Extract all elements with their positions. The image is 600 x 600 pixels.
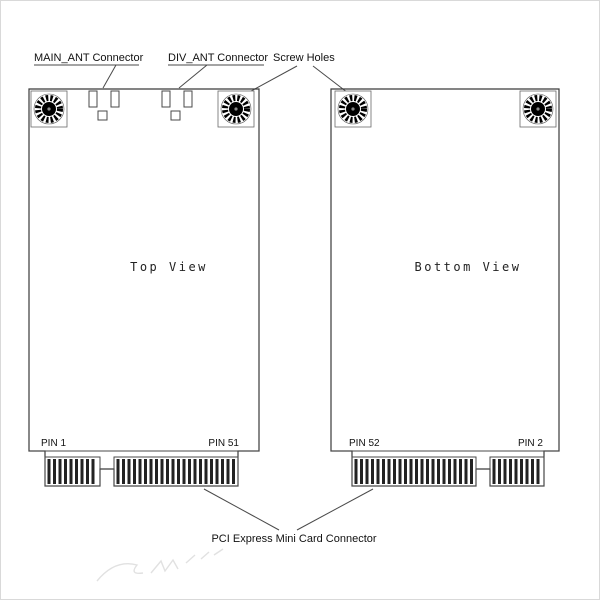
connector-leader-right [296, 488, 374, 531]
card-outline [28, 88, 260, 487]
pci-connector-caption: PCI Express Mini Card Connector [211, 533, 376, 545]
div-ant-leader-line [178, 64, 208, 89]
bottom-view-card: Bottom View PIN 52 PIN 2 [330, 88, 560, 487]
finger-group-frame [113, 456, 239, 487]
screw-holes-label: Screw Holes [273, 52, 335, 64]
watermark [96, 548, 224, 582]
top-view-card: Top View PIN 1 PIN 51 [28, 88, 260, 487]
main-ant-label: MAIN_ANT Connector [34, 52, 144, 64]
div-ant-label: DIV_ANT Connector [168, 52, 268, 64]
edge-connector-fingers [354, 459, 473, 484]
finger-group-frame [351, 456, 477, 487]
pin52-label: PIN 52 [349, 438, 380, 449]
main-ant-connector [88, 90, 120, 121]
edge-connector-fingers [492, 459, 540, 484]
finger-group-frame [489, 456, 545, 487]
bottom-view-label: Bottom View [415, 260, 522, 274]
div-ant-connector [161, 90, 193, 121]
card-outline [330, 88, 560, 487]
edge-connector-fingers [116, 459, 235, 484]
pin2-label: PIN 2 [518, 438, 543, 449]
connector-leader-left [203, 488, 280, 531]
edge-connector-fingers [47, 459, 95, 484]
pin51-label: PIN 51 [208, 438, 239, 449]
finger-group-frame [44, 456, 101, 487]
pin1-label: PIN 1 [41, 438, 66, 449]
main-ant-leader-line [102, 64, 117, 89]
top-view-label: Top View [130, 260, 208, 274]
